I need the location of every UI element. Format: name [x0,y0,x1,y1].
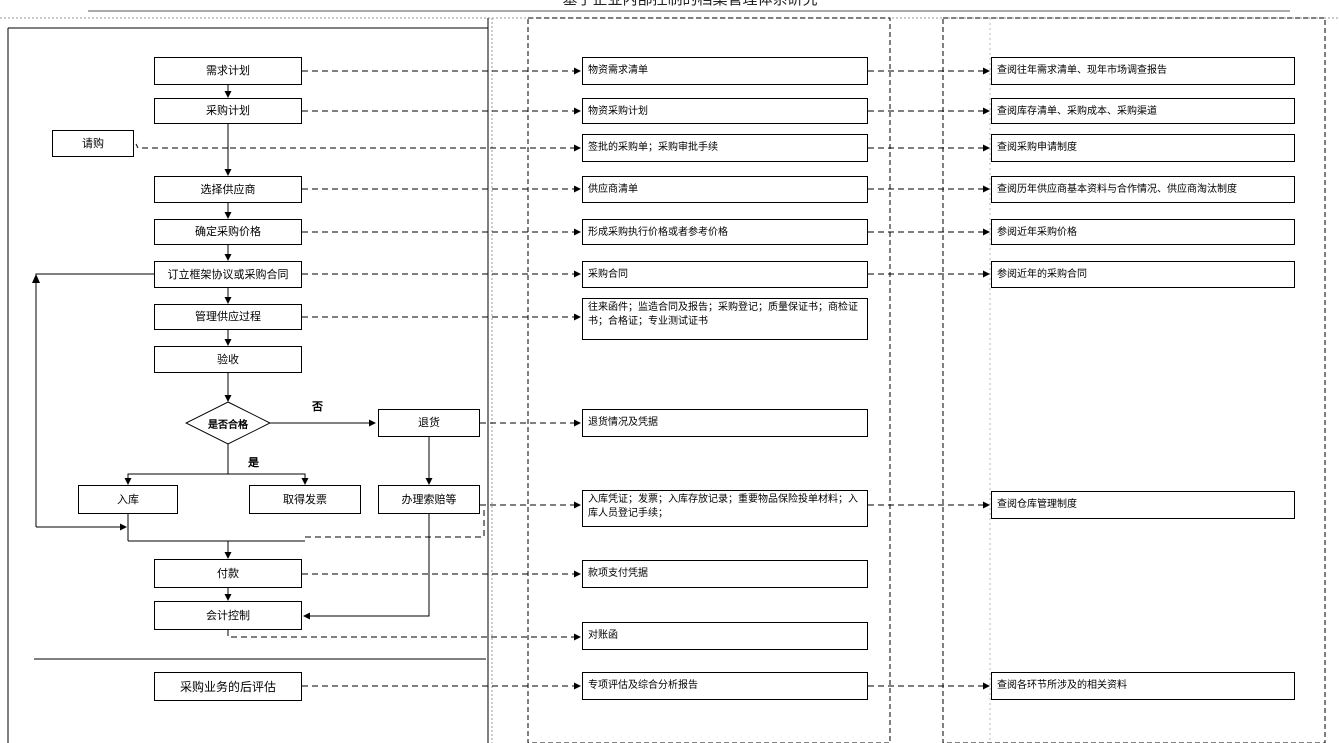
ref-request-policy: 查阅采购申请制度 [991,134,1295,162]
payment-box: 付款 [154,559,302,588]
doc-demand-list: 物资需求清单 [582,57,868,85]
no-branch-label: 否 [312,400,323,413]
warehouse-in-box: 入库 [78,485,178,514]
ref-related-materials: 查阅各环节所涉及的相关资料 [991,672,1295,700]
doc-contract: 采购合同 [582,261,868,288]
demand-plan-box: 需求计划 [154,57,302,85]
doc-evaluation-report: 专项评估及综合分析报告 [582,672,868,700]
qualified-decision-label: 是否合格 [208,420,248,431]
sign-contract-box: 订立框架协议或采购合同 [154,261,302,288]
return-goods-box: 退货 [378,409,480,437]
manage-supply-box: 管理供应过程 [154,304,302,330]
ref-contract-history: 参阅近年的采购合同 [991,261,1295,288]
doc-supply-records: 往来函件；监造合同及报告；采购登记；质量保证书；商检证书；合格证；专业测试证书 [582,298,868,340]
purchase-plan-box: 采购计划 [154,98,302,124]
ref-supplier-history: 查阅历年供应商基本资料与合作情况、供应商淘汰制度 [991,176,1295,203]
yes-branch-label: 是 [248,456,259,469]
doc-reconciliation: 对账函 [582,622,868,650]
request-box: 请购 [52,130,134,157]
doc-approved-order: 签批的采购单；采购审批手续 [582,134,868,162]
doc-price: 形成采购执行价格或者参考价格 [582,219,868,245]
select-supplier-box: 选择供应商 [154,176,302,203]
doc-purchase-plan: 物资采购计划 [582,98,868,124]
post-evaluation-box: 采购业务的后评估 [154,672,302,701]
qualified-decision-diamond [185,401,271,445]
doc-supplier-list: 供应商清单 [582,176,868,203]
get-invoice-box: 取得发票 [249,485,361,514]
acceptance-box: 验收 [154,346,302,373]
claim-box: 办理索赔等 [378,485,480,514]
doc-payment-voucher: 款项支付凭据 [582,560,868,588]
confirm-price-box: 确定采购价格 [154,219,302,245]
ref-demand-history: 查阅往年需求清单、现年市场调查报告 [991,57,1295,85]
ref-warehouse-policy: 查阅仓库管理制度 [991,491,1295,519]
doc-return-records: 退货情况及凭据 [582,409,868,437]
accounting-control-box: 会计控制 [154,601,302,630]
page-title: 基于企业内部控制的档案管理体系研究 [0,0,1339,9]
ref-inventory: 查阅库存清单、采购成本、采购渠道 [991,98,1295,124]
ref-price-history: 参阅近年采购价格 [991,219,1295,245]
doc-warehouse-records: 入库凭证；发票；入库存放记录；重要物品保险投单材料；入库人员登记手续； [582,490,868,527]
